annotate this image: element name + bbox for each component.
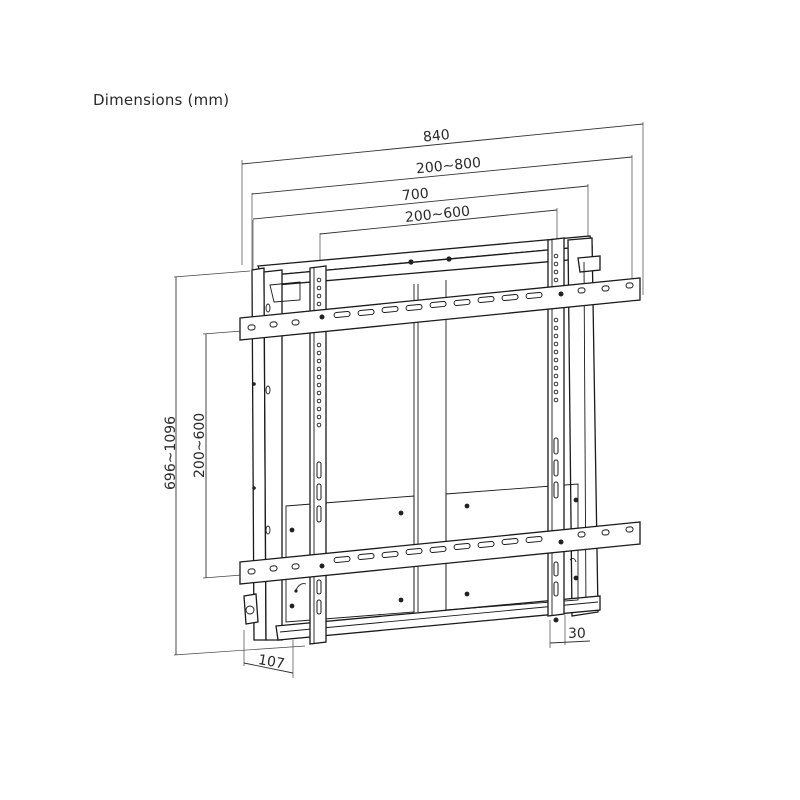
label-30: 30 — [568, 626, 586, 642]
label-107: 107 — [257, 652, 286, 672]
rail-slots-bottom — [247, 526, 634, 575]
dimension-overall-width: 840 — [241, 122, 644, 295]
dimension-vertical-vesa: 200~600 — [192, 329, 256, 579]
arm-holes-right — [553, 253, 559, 597]
rail-slots-top — [247, 282, 634, 331]
arm-holes-left — [316, 277, 322, 615]
dimension-depth: 107 — [243, 630, 294, 678]
diagram-title: Dimensions (mm) — [93, 91, 230, 109]
label-vertical-200-600: 200~600 — [192, 413, 208, 478]
dimension-overall-height: 696~1096 — [163, 270, 306, 656]
label-696-1096: 696~1096 — [163, 416, 179, 490]
dimension-offset: 30 — [549, 615, 591, 648]
horizontal-rail-top — [239, 277, 641, 341]
vertical-arm-left — [309, 265, 327, 645]
safety-latch — [294, 557, 577, 593]
label-700: 700 — [401, 186, 429, 205]
wall-frame — [243, 235, 601, 641]
label-200-600: 200~600 — [404, 204, 470, 226]
dimension-rail-vesa-width: 200~800 — [251, 155, 633, 290]
horizontal-rail-bottom — [239, 521, 641, 585]
label-840: 840 — [422, 127, 450, 146]
vertical-arm-right — [547, 237, 565, 623]
label-200-800: 200~800 — [415, 155, 481, 177]
dimension-frame-width: 700 — [252, 184, 589, 270]
